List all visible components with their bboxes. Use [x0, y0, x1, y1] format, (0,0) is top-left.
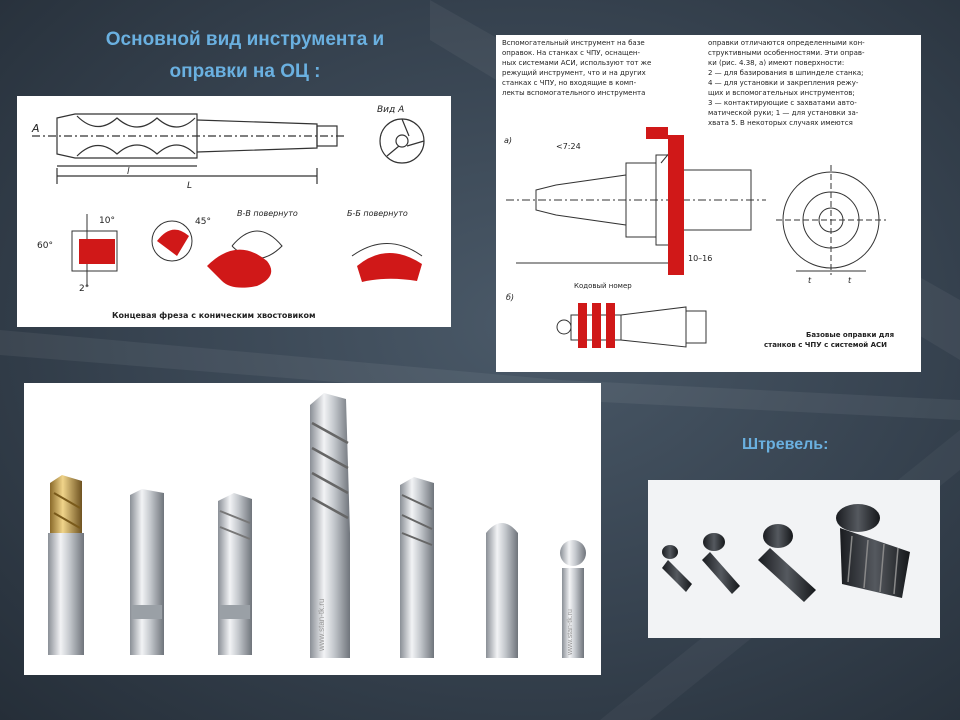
shtrevel-label: Штревель:	[742, 436, 829, 453]
slide-title-line2: оправки на ОЦ :	[169, 61, 321, 82]
section-bb-label: Б-Б повернуто	[347, 209, 408, 218]
label-b: б)	[506, 293, 514, 302]
text-col2-line3: ки (рис. 4.38, а) имеют поверхности:	[708, 59, 844, 67]
end-mill-6	[486, 523, 518, 658]
end-mill-4: www.stan-tk.ru	[310, 393, 350, 658]
end-mill-3	[218, 493, 252, 655]
text-col1-line5: станках с ЧПУ, но входящие в комп-	[502, 79, 637, 87]
pull-stud-4	[836, 504, 910, 598]
text-col2-line2: структивными особенностями. Эти оправ-	[708, 49, 865, 57]
text-col1-line6: лекты вспомогательного инструмента	[502, 89, 645, 97]
text-col2-line1: оправки отличаются определенными кон-	[708, 39, 865, 47]
end-mills-photo: www.stan-tk.ru www.stan-tk.ru	[24, 383, 601, 675]
end-mill-5	[400, 477, 434, 658]
drawing1-caption: Концевая фреза с коническим хвостовиком	[112, 311, 316, 320]
view-arrow-label: A	[31, 122, 40, 135]
text-col2-line4: 2 — для базирования в шпинделе станка;	[708, 69, 864, 77]
label-dimension: 10–16	[688, 254, 712, 263]
label-taper: <7:24	[556, 142, 581, 151]
angle-2-label: 2°	[79, 284, 89, 294]
text-col1-line3: ных системами АСИ, используют тот же	[502, 59, 651, 67]
tool-holder-drawing: Вспомогательный инструмент на базе оправ…	[496, 35, 921, 372]
view-a-label: Вид A	[377, 105, 404, 115]
pull-stud-1	[662, 545, 692, 592]
dim-l-label: l	[127, 167, 130, 177]
end-mill-2	[130, 489, 164, 655]
drawing2-caption-line1: Базовые оправки для	[806, 331, 894, 339]
label-t1: t	[808, 276, 812, 285]
text-col2-line7: 3 — контактирующие с захватами авто-	[708, 99, 857, 107]
angle-60-label: 60°	[37, 241, 53, 251]
text-col2-line9: хвата 5. В некоторых случаях имеются	[708, 119, 853, 127]
section-vv-label: В-В повернуто	[237, 209, 298, 218]
mill-watermark-2: www.stan-tk.ru	[567, 609, 574, 656]
end-mill-drawing: A Вид A l L 60° 10° 2° 45° В-В повернуто…	[17, 96, 451, 327]
text-col2-line8: матической руки; 1 — для установки за-	[708, 109, 859, 117]
text-col2-line5: 4 — для установки и закрепления режу-	[708, 79, 859, 87]
end-mill-1	[48, 475, 84, 655]
text-col1-line4: режущий инструмент, что и на других	[502, 69, 646, 77]
text-col1-line2: оправок. На станках с ЧПУ, оснащен-	[502, 49, 640, 57]
label-t2: t	[848, 276, 852, 285]
slide-title: Основной вид инструмента и оправки на ОЦ…	[70, 24, 420, 88]
angle-45-label: 45°	[195, 217, 211, 227]
pull-stud-3	[758, 524, 816, 602]
text-col1-line1: Вспомогательный инструмент на базе	[502, 39, 645, 47]
text-col2-line6: щих и вспомогательных инструментов;	[708, 89, 855, 97]
slide-title-line1: Основной вид инструмента и	[105, 29, 385, 50]
drawing2-caption-line2: станков с ЧПУ с системой АСИ	[764, 341, 887, 349]
mill-watermark-1: www.stan-tk.ru	[317, 599, 326, 652]
label-code: Кодовый номер	[574, 282, 632, 290]
dim-L-label: L	[187, 181, 192, 191]
angle-10-label: 10°	[99, 216, 115, 226]
pull-studs-photo	[648, 480, 940, 638]
label-a: а)	[504, 136, 512, 145]
pull-stud-2	[702, 533, 740, 594]
end-mill-7: www.stan-tk.ru	[560, 540, 586, 658]
